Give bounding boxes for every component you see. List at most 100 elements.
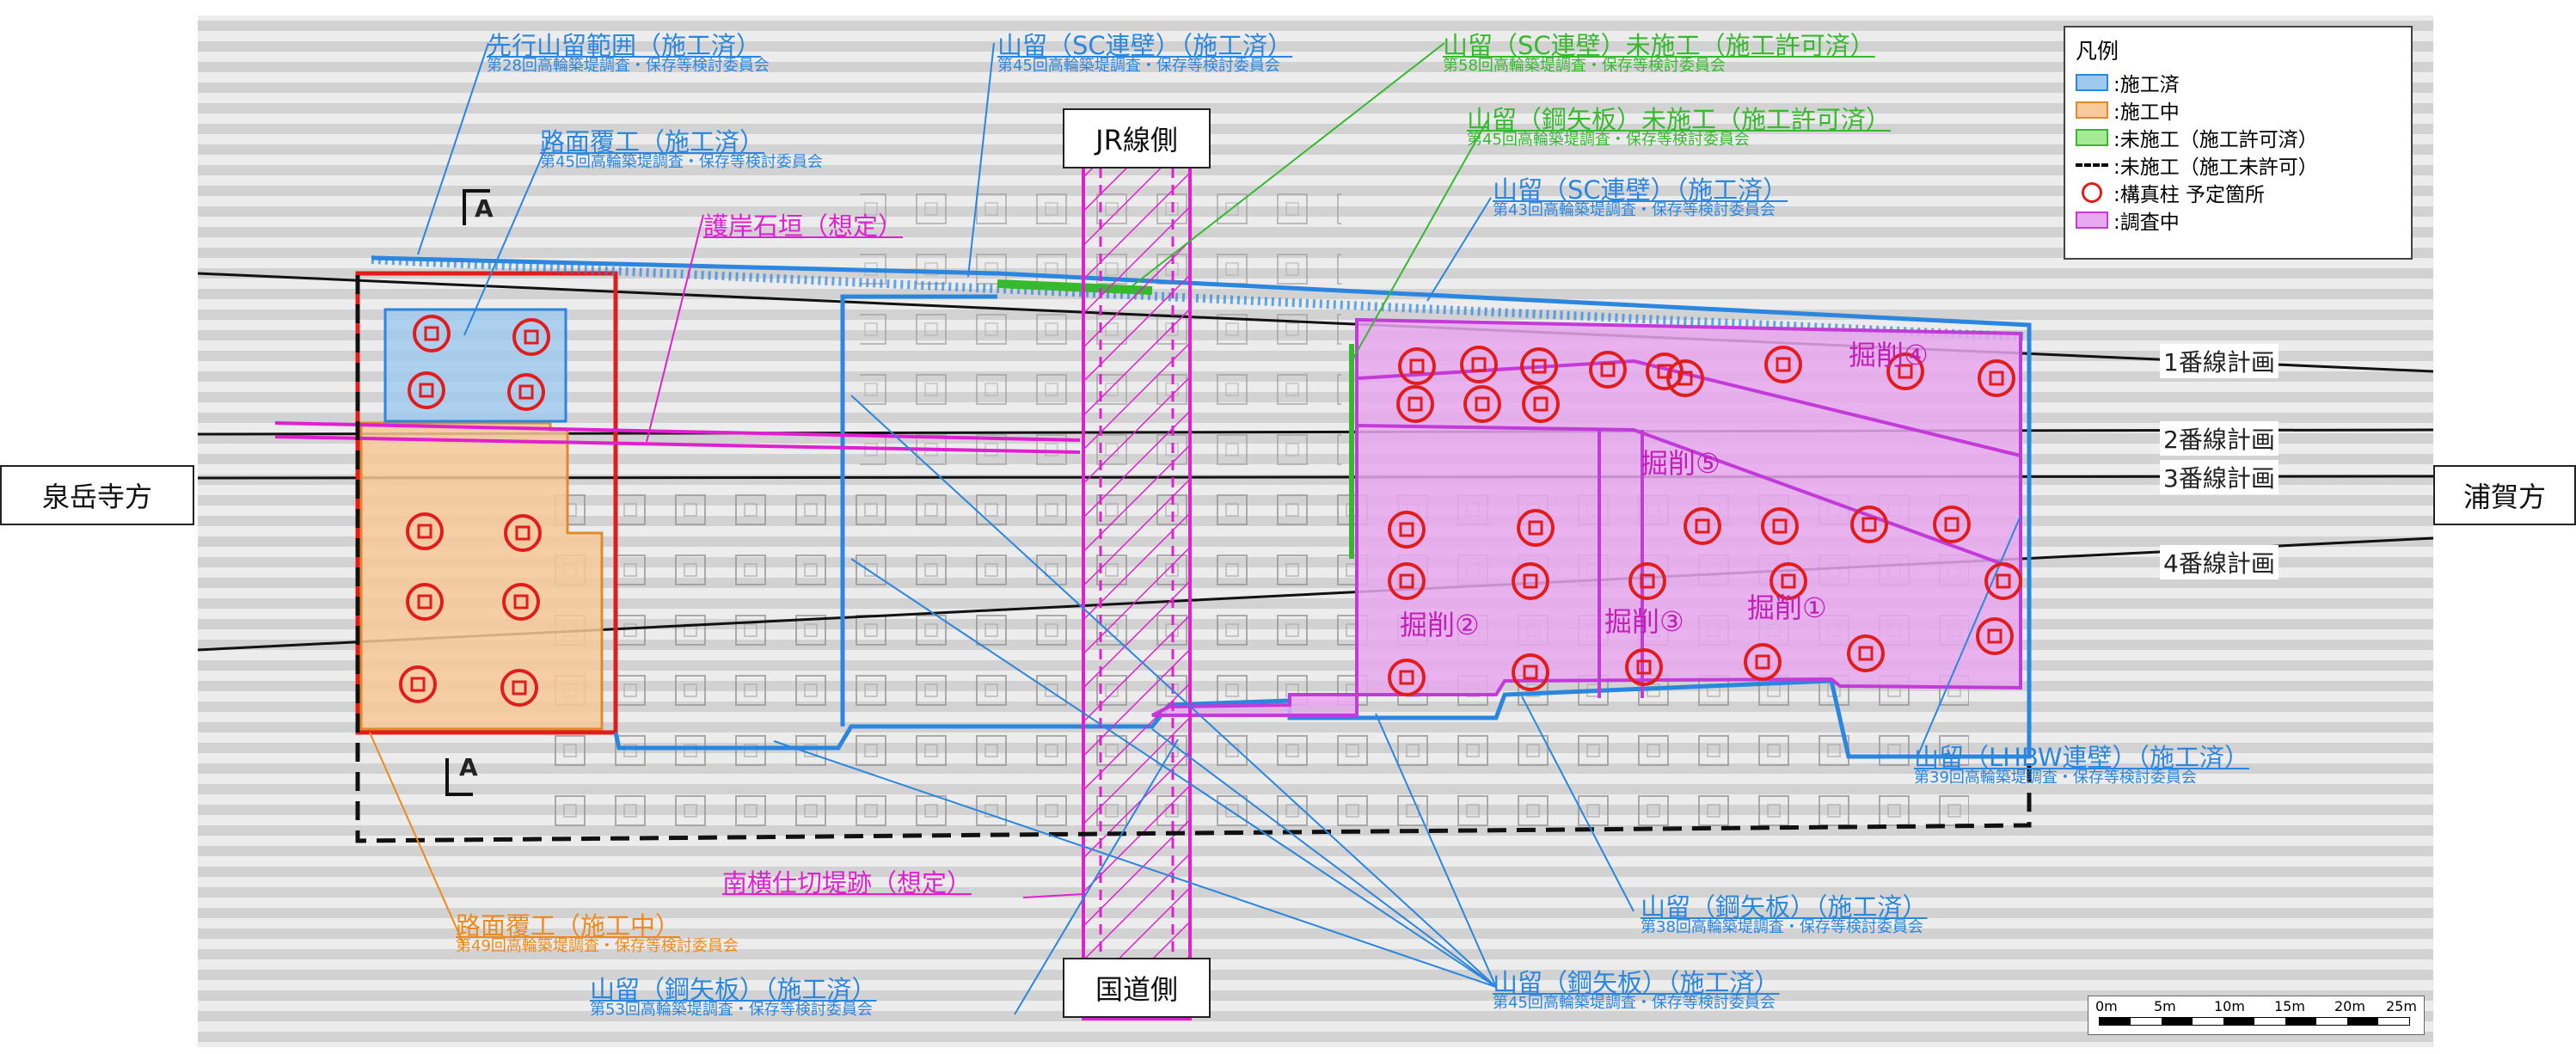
- track-plan-label-1: 1番線計画: [2160, 344, 2279, 378]
- column-marker-icon: [507, 373, 545, 411]
- direction-bottom: 国道側: [1095, 973, 1178, 1006]
- column-core-icon: [524, 329, 539, 345]
- leader-lines: [369, 42, 2021, 1015]
- column-marker-icon: [1388, 562, 1426, 600]
- legend-label: :未施工（施工未許可）: [2113, 156, 2318, 179]
- legend-swatch: [2076, 74, 2108, 91]
- scale-bar-graphic: [2099, 1017, 2410, 1026]
- column-marker-icon: [1886, 352, 1924, 390]
- direction-left: 泉岳寺方: [41, 481, 152, 513]
- section-mark-bottom: [445, 758, 473, 796]
- column-marker-icon: [1666, 359, 1704, 397]
- column-core-icon: [1399, 573, 1414, 589]
- scale-label-5: 5m: [2154, 998, 2176, 1014]
- track-line-3: [197, 475, 2434, 480]
- legend-label: :構真柱 予定箇所: [2113, 184, 2266, 206]
- annotation-a2: 山留（SC連壁）（施工済）第45回高輪築堤調査・保存等検討委員会: [997, 31, 1293, 76]
- column-core-icon: [1898, 364, 1913, 379]
- legend-item-permitted: :未施工（施工許可済）: [2076, 124, 2401, 151]
- column-core-icon: [1996, 573, 2011, 589]
- column-marker-icon: [1625, 648, 1663, 686]
- column-core-icon: [1523, 573, 1538, 589]
- investigation-subdivision: [1358, 358, 2021, 698]
- direction-top: JR線側: [1095, 124, 1178, 156]
- excavation-label-1: 掘削①: [1747, 591, 1827, 624]
- scale-label-0: 0m: [2095, 998, 2118, 1014]
- direction-left-box: 泉岳寺方: [0, 465, 194, 525]
- excavation-label-2: 掘削②: [1400, 609, 1480, 641]
- legend-swatch: [2076, 129, 2108, 146]
- annotation-a11: 山留（鋼矢板）（施工済）第38回高輪築堤調査・保存等検討委員会: [1641, 892, 1928, 937]
- column-marker-icon: [1850, 506, 1888, 543]
- column-core-icon: [419, 383, 434, 398]
- legend-swatch: [2076, 101, 2108, 119]
- legend-item-complete: :施工済: [2076, 69, 2401, 96]
- scale-label-25: 25m: [2386, 998, 2417, 1014]
- column-core-icon: [424, 326, 439, 341]
- column-core-icon: [518, 384, 534, 400]
- section-mark-top: [463, 189, 490, 225]
- column-core-icon: [1399, 522, 1414, 537]
- direction-right: 浦賀方: [2463, 481, 2546, 513]
- legend-item-in-progress: :施工中: [2076, 96, 2401, 124]
- column-marker-icon: [1522, 385, 1560, 423]
- column-marker-icon: [406, 583, 444, 621]
- annotation-a7: 護岸石垣（想定）: [703, 211, 904, 241]
- column-marker-icon: [1984, 562, 2022, 600]
- legend-swatch: [2076, 211, 2108, 229]
- column-core-icon: [1755, 654, 1770, 670]
- legend-item-investigation: :調査中: [2076, 206, 2401, 234]
- column-core-icon: [1987, 628, 2003, 644]
- legend-swatch: [2076, 163, 2108, 167]
- track-plan-label-4: 4番線計画: [2160, 545, 2279, 579]
- column-marker-icon: [1978, 359, 2015, 397]
- retaining-wall-top-ticks: [371, 255, 2030, 341]
- column-core-icon: [1776, 357, 1791, 372]
- column-marker-icon: [1764, 346, 1802, 383]
- legend-label: :調査中: [2113, 211, 2180, 234]
- annotation-a12: 山留（鋼矢板）（施工済）第53回高輪築堤調査・保存等検討委員会: [590, 975, 877, 1020]
- column-marker-icon: [1847, 634, 1885, 672]
- column-core-icon: [1858, 646, 1874, 661]
- column-core-icon: [1772, 518, 1788, 534]
- column-marker-icon: [1761, 507, 1799, 545]
- column-marker-icon: [1398, 347, 1436, 385]
- annotation-a9: 南横仕切堤跡（想定）: [722, 868, 972, 898]
- annotation-a13: 山留（鋼矢板）（施工済）第45回高輪築堤調査・保存等検討委員会: [1493, 968, 1780, 1013]
- column-core-icon: [1989, 371, 2004, 386]
- section-label-bottom: A: [459, 753, 478, 781]
- annotation-a1: 先行山留範囲（施工済）第28回高輪築堤調査・保存等検討委員会: [487, 31, 770, 76]
- column-core-icon: [1399, 670, 1414, 685]
- annotation-a4: 路面覆工（施工済）第45回高輪築堤調査・保存等検討委員会: [540, 127, 823, 172]
- track-plan-label-3: 3番線計画: [2160, 460, 2279, 494]
- column-marker-icon: [504, 514, 542, 552]
- column-marker-icon: [399, 665, 437, 703]
- column-marker-icon: [512, 318, 550, 356]
- legend-item-unpermitted: :未施工（施工未許可）: [2076, 151, 2401, 179]
- annotation-a3: 山留（SC連壁）未施工（施工許可済）第58回高輪築堤調査・保存等検討委員会: [1443, 31, 1875, 76]
- column-marker-icon: [1396, 385, 1434, 423]
- column-core-icon: [1944, 517, 1960, 532]
- column-marker-icon: [1388, 511, 1426, 548]
- column-core-icon: [515, 525, 531, 541]
- column-core-icon: [1533, 396, 1549, 412]
- annotation-a8: 山留（LHBW連壁）（施工済）第39回高輪築堤調査・保存等検討委員会: [1914, 743, 2249, 787]
- column-core-icon: [1677, 371, 1693, 386]
- column-core-icon: [1600, 362, 1616, 377]
- column-marker-icon: [1512, 562, 1549, 600]
- column-marker-icon: [1769, 562, 1807, 600]
- column-core-icon: [1861, 517, 1877, 532]
- scale-label-15: 15m: [2274, 998, 2305, 1014]
- scale-label-20: 20m: [2334, 998, 2365, 1014]
- column-marker-icon: [1744, 643, 1782, 681]
- column-core-icon: [1528, 520, 1543, 536]
- legend: 凡例 :施工済 :施工中 :未施工（施工許可済） :未施工（施工未許可） :構真…: [2064, 26, 2413, 260]
- column-marker-icon: [1976, 617, 2014, 655]
- column-marker-icon: [1460, 346, 1498, 383]
- column-core-icon: [1471, 357, 1487, 372]
- legend-item-column: :構真柱 予定箇所: [2076, 179, 2401, 206]
- column-core-icon: [1408, 396, 1423, 412]
- column-core-icon: [417, 524, 432, 539]
- column-core-icon: [1523, 665, 1538, 680]
